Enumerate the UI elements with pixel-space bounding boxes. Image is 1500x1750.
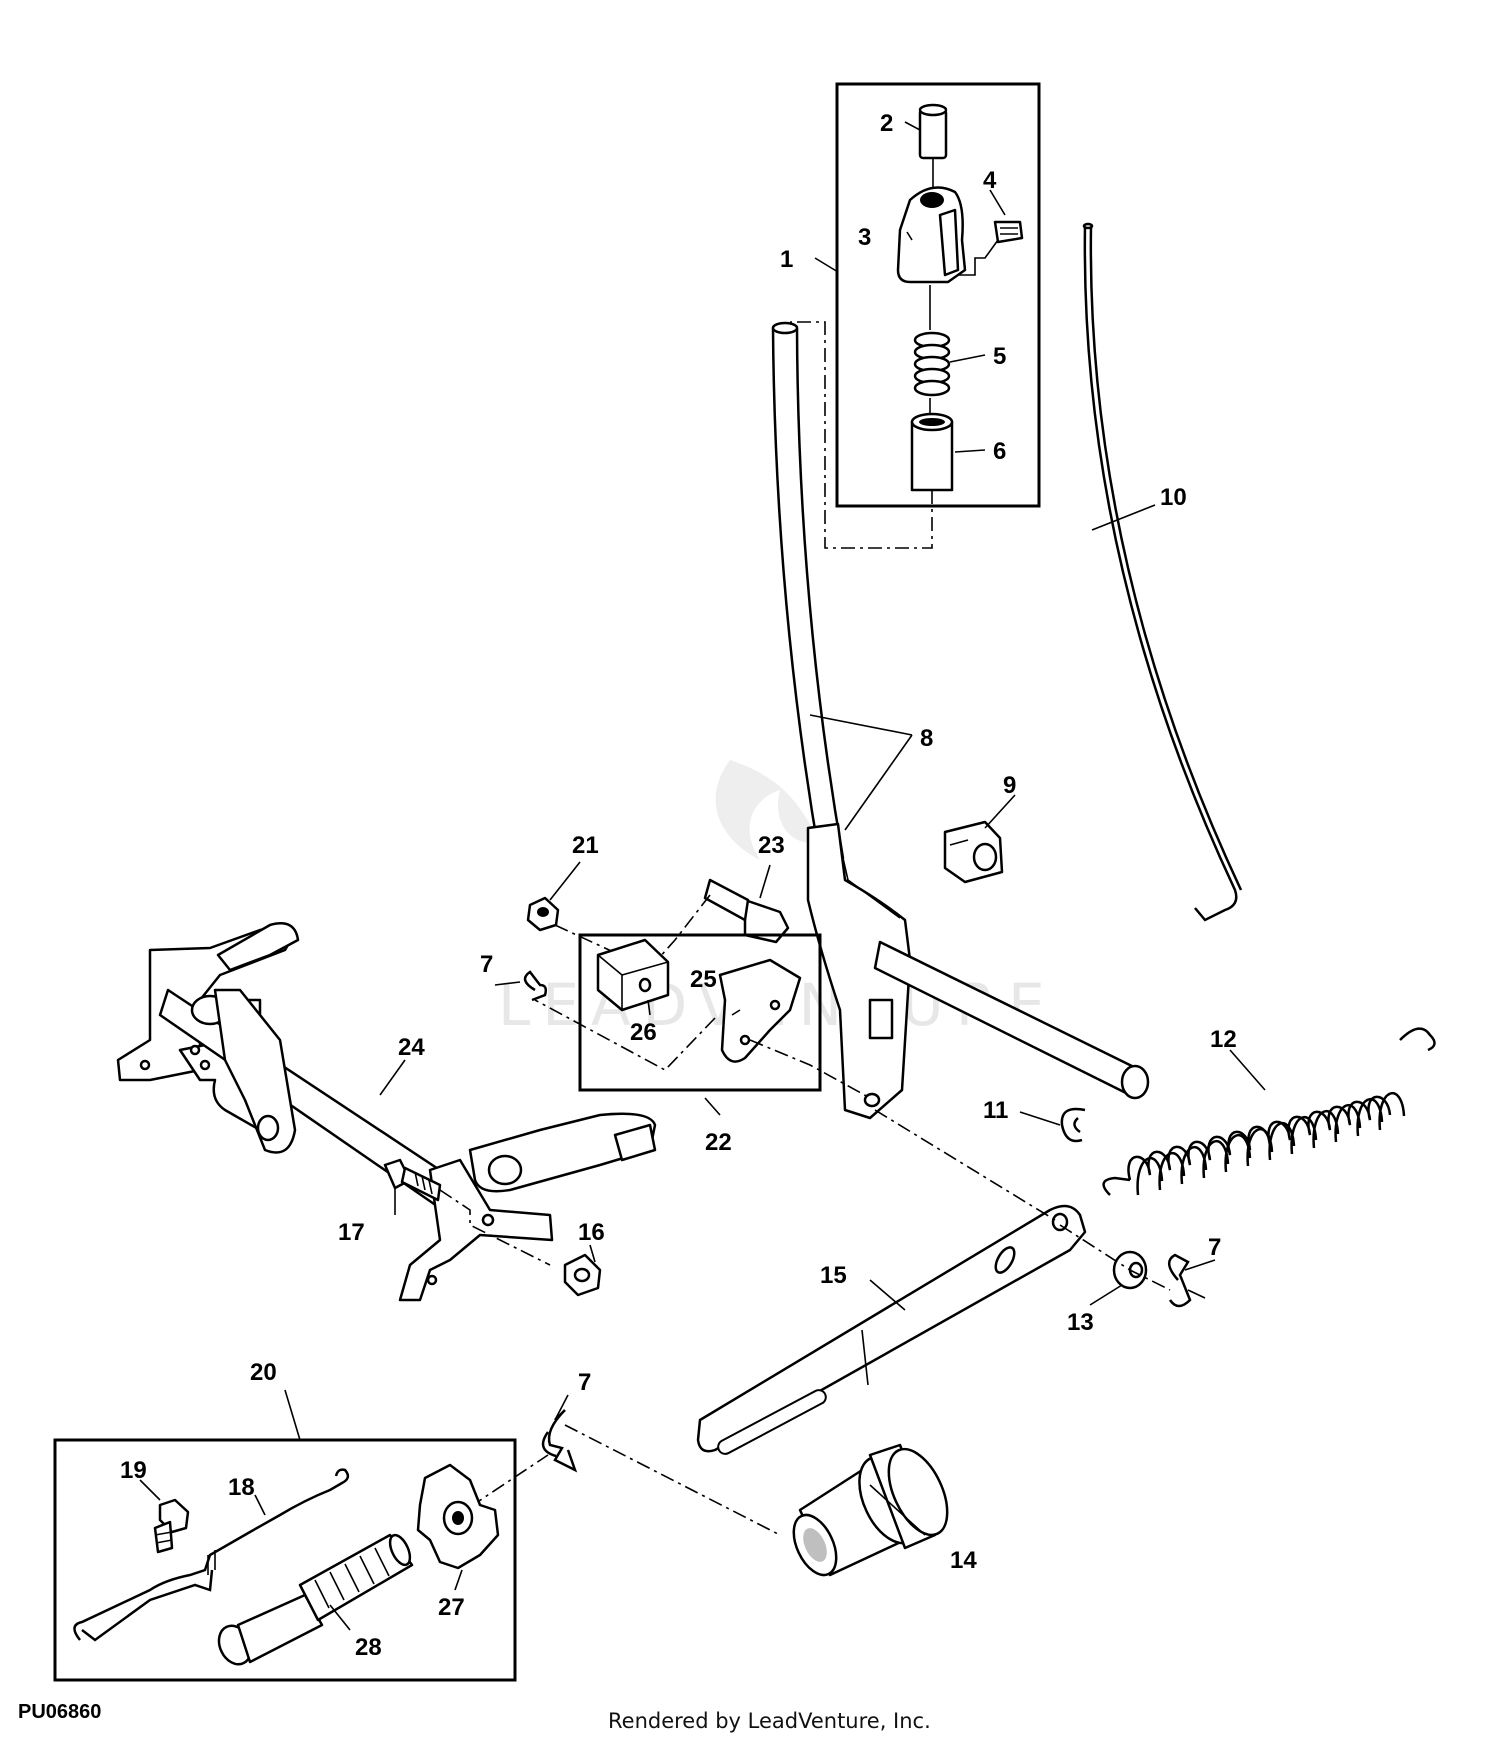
callout-14: 14 bbox=[950, 1547, 977, 1574]
callout-15: 15 bbox=[820, 1262, 847, 1289]
callout-18: 18 bbox=[228, 1474, 255, 1501]
rendered-by-credit: Rendered by LeadVenture, Inc. bbox=[608, 1709, 931, 1733]
part-9-bushing-block bbox=[943, 820, 1004, 884]
callout-16: 16 bbox=[578, 1219, 605, 1246]
inset-box-20 bbox=[53, 1438, 517, 1682]
callout-26: 26 bbox=[630, 1019, 657, 1046]
figure-id: PU06860 bbox=[18, 1701, 101, 1723]
part-18-spring-wire bbox=[73, 1468, 350, 1642]
part-24-lift-shaft-frame bbox=[116, 922, 657, 1302]
callout-20: 20 bbox=[250, 1359, 277, 1386]
part-21-nut bbox=[526, 896, 621, 956]
part-17-bolt bbox=[383, 1158, 551, 1266]
part-19-fitting bbox=[153, 1498, 190, 1554]
part-6-sleeve bbox=[790, 321, 954, 549]
assembly-line-arm-to-clip bbox=[1059, 1224, 1171, 1291]
part-12-spring bbox=[1102, 1027, 1436, 1196]
part-7-clip-c bbox=[541, 1409, 578, 1473]
callout-28: 28 bbox=[355, 1634, 382, 1661]
callout-19: 19 bbox=[120, 1457, 147, 1484]
part-26-block bbox=[596, 938, 670, 1012]
callout-11: 11 bbox=[983, 1097, 1008, 1124]
callout-7-upper-left: 7 bbox=[480, 951, 493, 978]
callout-2: 2 bbox=[880, 110, 893, 137]
part-10-rod bbox=[1082, 222, 1243, 922]
callout-3: 3 bbox=[858, 224, 871, 251]
callout-7-lower: 7 bbox=[578, 1369, 591, 1396]
part-4-set-screw bbox=[958, 220, 1024, 276]
part-14-knob bbox=[792, 1443, 949, 1577]
assembly-line-bolt-to-clip bbox=[424, 1454, 549, 1538]
callout-23: 23 bbox=[758, 832, 785, 859]
callout-8: 8 bbox=[920, 725, 933, 752]
inset-box-22 bbox=[578, 933, 822, 1092]
callout-17: 17 bbox=[338, 1219, 365, 1246]
part-15-arm bbox=[696, 1204, 1087, 1455]
callout-22: 22 bbox=[705, 1129, 732, 1156]
assembly-line-lever-to-arm bbox=[874, 1109, 1056, 1221]
callout-6: 6 bbox=[993, 438, 1006, 465]
part-27-star-washer bbox=[416, 1463, 500, 1570]
part-7-clip-b bbox=[523, 970, 548, 1002]
callout-25: 25 bbox=[690, 966, 717, 993]
callout-leader-lines bbox=[139, 121, 1266, 1631]
callout-21: 21 bbox=[572, 832, 599, 859]
part-16-nut bbox=[563, 1253, 602, 1297]
inset-box-1 bbox=[835, 82, 1041, 508]
callout-27: 27 bbox=[438, 1594, 465, 1621]
part-7-clip-a bbox=[1168, 1253, 1206, 1308]
callout-10: 10 bbox=[1160, 484, 1187, 511]
callout-24: 24 bbox=[398, 1034, 425, 1061]
part-8-lift-lever bbox=[771, 321, 1150, 1120]
callout-5: 5 bbox=[993, 343, 1006, 370]
assembly-line-clip-to-knob bbox=[564, 1424, 781, 1536]
part-23-bolt bbox=[649, 878, 790, 969]
part-11-clip bbox=[1060, 1107, 1086, 1143]
part-5-spring bbox=[913, 285, 951, 418]
part-28-threaded-pin bbox=[217, 1533, 414, 1666]
part-3-knob-body bbox=[896, 186, 967, 284]
callout-labels: 2 4 3 1 5 6 10 8 9 21 23 7 25 26 12 24 1… bbox=[120, 110, 1237, 1661]
callout-7-right: 7 bbox=[1208, 1234, 1221, 1261]
callout-9: 9 bbox=[1003, 772, 1016, 799]
callout-12: 12 bbox=[1210, 1026, 1237, 1053]
part-25-bracket bbox=[534, 958, 871, 1099]
callout-1: 1 bbox=[780, 246, 793, 273]
part-2-pin bbox=[918, 103, 948, 190]
callout-13: 13 bbox=[1067, 1309, 1094, 1336]
callout-4: 4 bbox=[983, 167, 997, 194]
